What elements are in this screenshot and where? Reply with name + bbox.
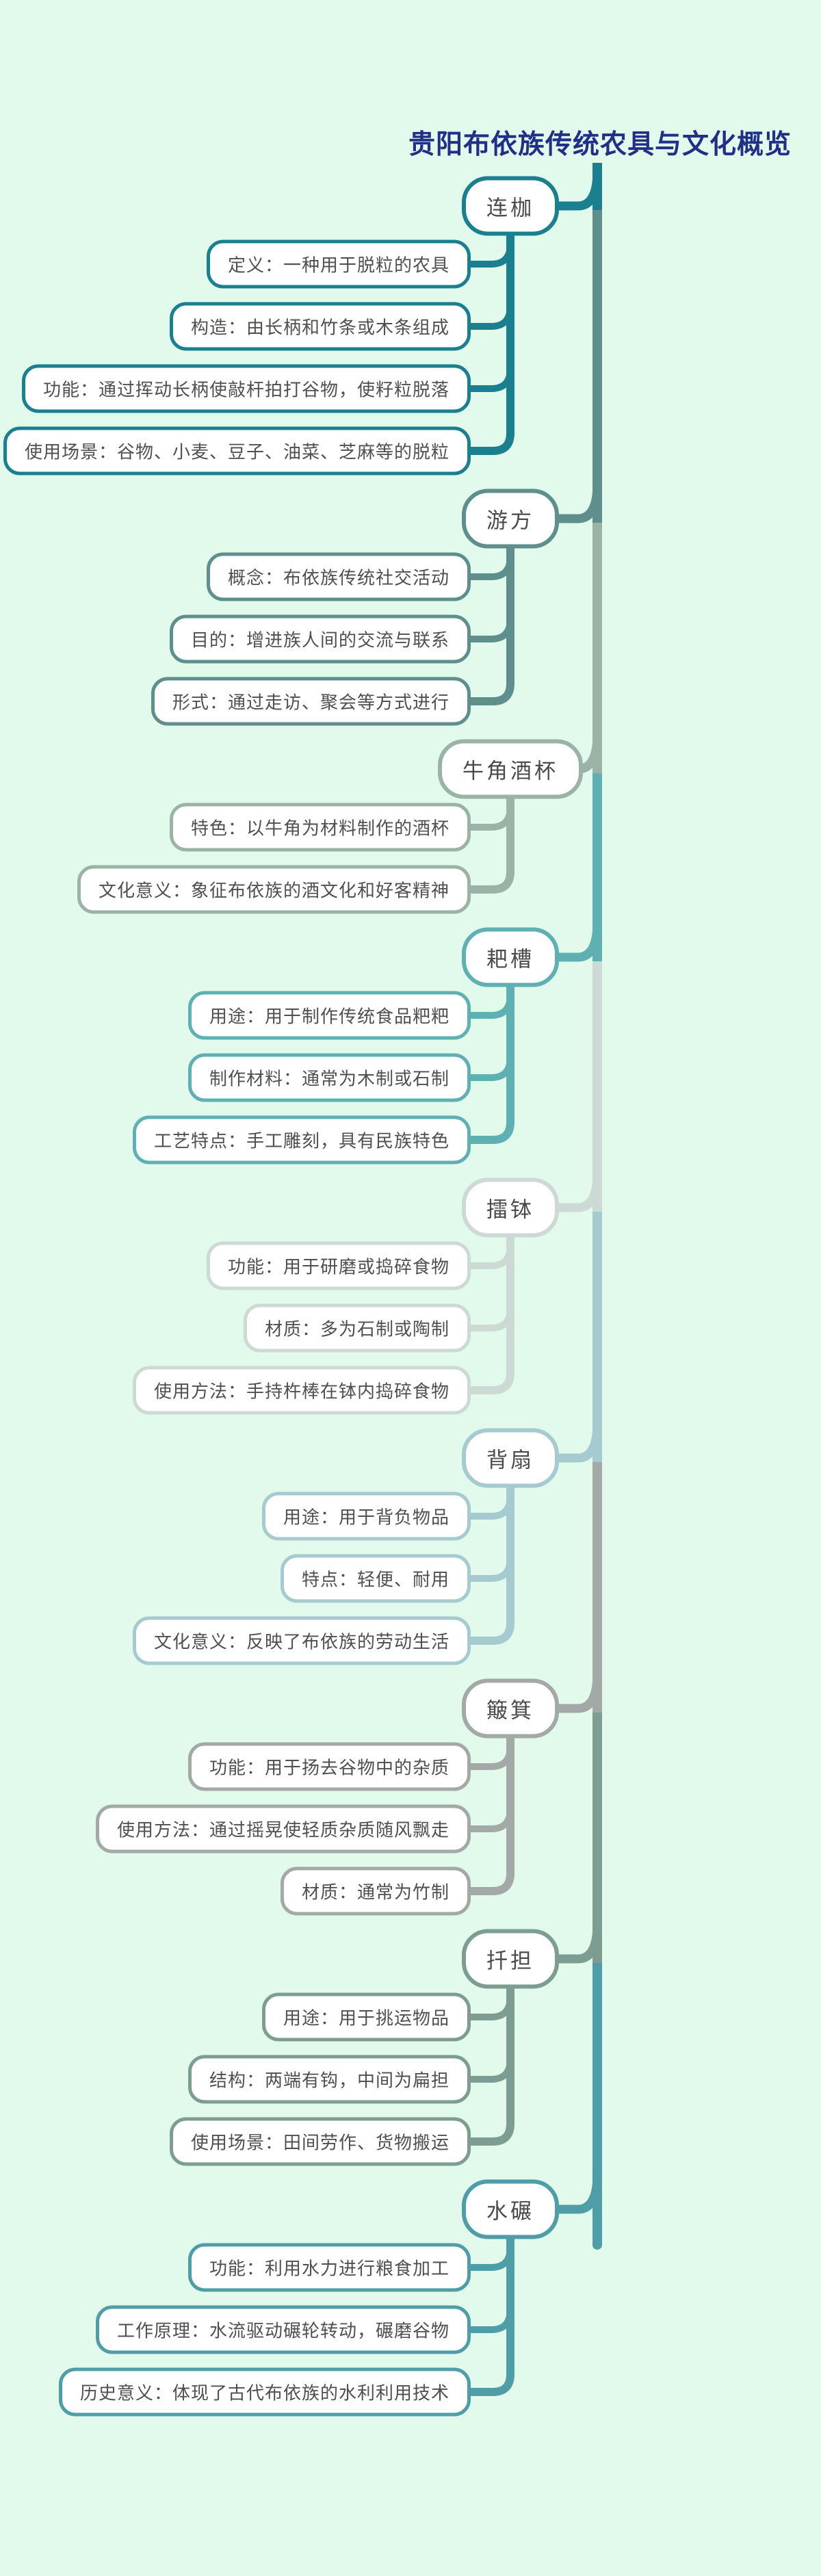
child-item[interactable]: 用途：用于制作传统食品粑粑 [187,991,471,1040]
connector-path [551,917,602,962]
topic-node[interactable]: 耙槽 [462,927,559,987]
child-item[interactable]: 文化意义：象征布依族的酒文化和好客精神 [77,865,471,914]
connector-path [551,1668,602,1713]
topic-node[interactable]: 扦担 [462,1929,559,1989]
connector-path [465,1554,514,1582]
child-item[interactable]: 功能：利用水力进行粮食加工 [187,2243,471,2292]
connector-path [465,615,514,642]
connector-path [465,229,514,455]
child-item[interactable]: 特点：轻便、耐用 [280,1554,471,1603]
connector-path [551,166,602,211]
connector-path [465,991,514,1019]
child-item[interactable]: 使用方法：通过摇晃使轻质杂质随风飘走 [95,1804,471,1853]
child-item[interactable]: 结构：两端有钩，中间为扁担 [187,2055,471,2104]
connector-path [465,1481,514,1645]
connector-path [465,1492,514,1520]
child-item[interactable]: 形式：通过走访、聚会等方式进行 [151,677,471,726]
connector-path [465,240,514,268]
connector-path [551,1918,602,1964]
connector-path [465,1805,514,1832]
child-item[interactable]: 定义：一种用于脱粒的农具 [206,239,471,289]
connector-path [551,1167,602,1212]
connector-path [465,2243,514,2271]
child-item[interactable]: 文化意义：反映了布依族的劳动生活 [132,1616,471,1665]
connector-path [465,1304,514,1331]
child-item[interactable]: 使用方法：手持杵棒在钵内捣碎食物 [132,1366,471,1415]
child-item[interactable]: 历史意义：体现了古代布依族的水利利用技术 [58,2367,471,2417]
child-item[interactable]: 功能：通过挥动长柄使敲杆拍打谷物，使籽粒脱落 [21,364,471,413]
connector-path [465,1743,514,1770]
connector-path [465,541,514,705]
child-item[interactable]: 功能：用于扬去谷物中的杂质 [187,1742,471,1791]
child-item[interactable]: 材质：通常为竹制 [280,1866,471,1916]
connector-path [465,1981,514,2146]
connector-path [465,980,514,1144]
child-item[interactable]: 使用场景：田间劳作、货物搬运 [169,2117,471,2166]
connector-path [551,478,602,523]
page-title: 贵阳布依族传统农具与文化概览 [408,130,792,159]
topic-node[interactable]: 游方 [462,489,559,549]
connector-path [465,365,514,392]
child-item[interactable]: 目的：增进族人间的交流与联系 [169,614,471,664]
topic-node[interactable]: 牛角酒杯 [438,739,583,799]
topic-node[interactable]: 背扇 [462,1428,559,1488]
child-item[interactable]: 特色：以牛角为材料制作的酒杯 [169,803,471,852]
child-item[interactable]: 制作材料：通常为木制或石制 [187,1053,471,1102]
child-item[interactable]: 使用场景：谷物、小麦、豆子、油菜、芝麻等的脱粒 [3,426,471,476]
child-item[interactable]: 构造：由长柄和竹条或木条组成 [169,302,471,351]
topic-node[interactable]: 擂钵 [462,1178,559,1238]
child-item[interactable]: 工作原理：水流驱动碾轮转动，碾磨谷物 [95,2305,471,2354]
connector-path [465,792,514,894]
connector-path [465,302,514,330]
connector-path [465,2232,514,2396]
topic-node[interactable]: 连枷 [462,176,559,236]
connector-path [551,1418,602,1463]
child-item[interactable]: 工艺特点：手工雕刻，具有民族特色 [132,1115,471,1165]
child-item[interactable]: 概念：布依族传统社交活动 [206,552,471,601]
topic-node[interactable]: 水碾 [462,2179,559,2239]
child-item[interactable]: 用途：用于挑运物品 [261,1992,471,2042]
connector-path [465,1242,514,1269]
connector-path [465,2306,514,2333]
topic-node[interactable]: 簸箕 [462,1678,559,1739]
child-item[interactable]: 材质：多为石制或陶制 [243,1303,471,1353]
connector-path [465,553,514,580]
connector-path [551,2169,602,2214]
connector-path [465,1230,514,1394]
child-item[interactable]: 功能：用于研磨或捣碎食物 [206,1241,471,1290]
child-item[interactable]: 用途：用于背负物品 [261,1492,471,1541]
connector-path [465,1054,514,1081]
connector-path [465,1993,514,2020]
connector-path [465,1731,514,1895]
connector-path [465,803,514,831]
connector-path [465,2055,514,2083]
